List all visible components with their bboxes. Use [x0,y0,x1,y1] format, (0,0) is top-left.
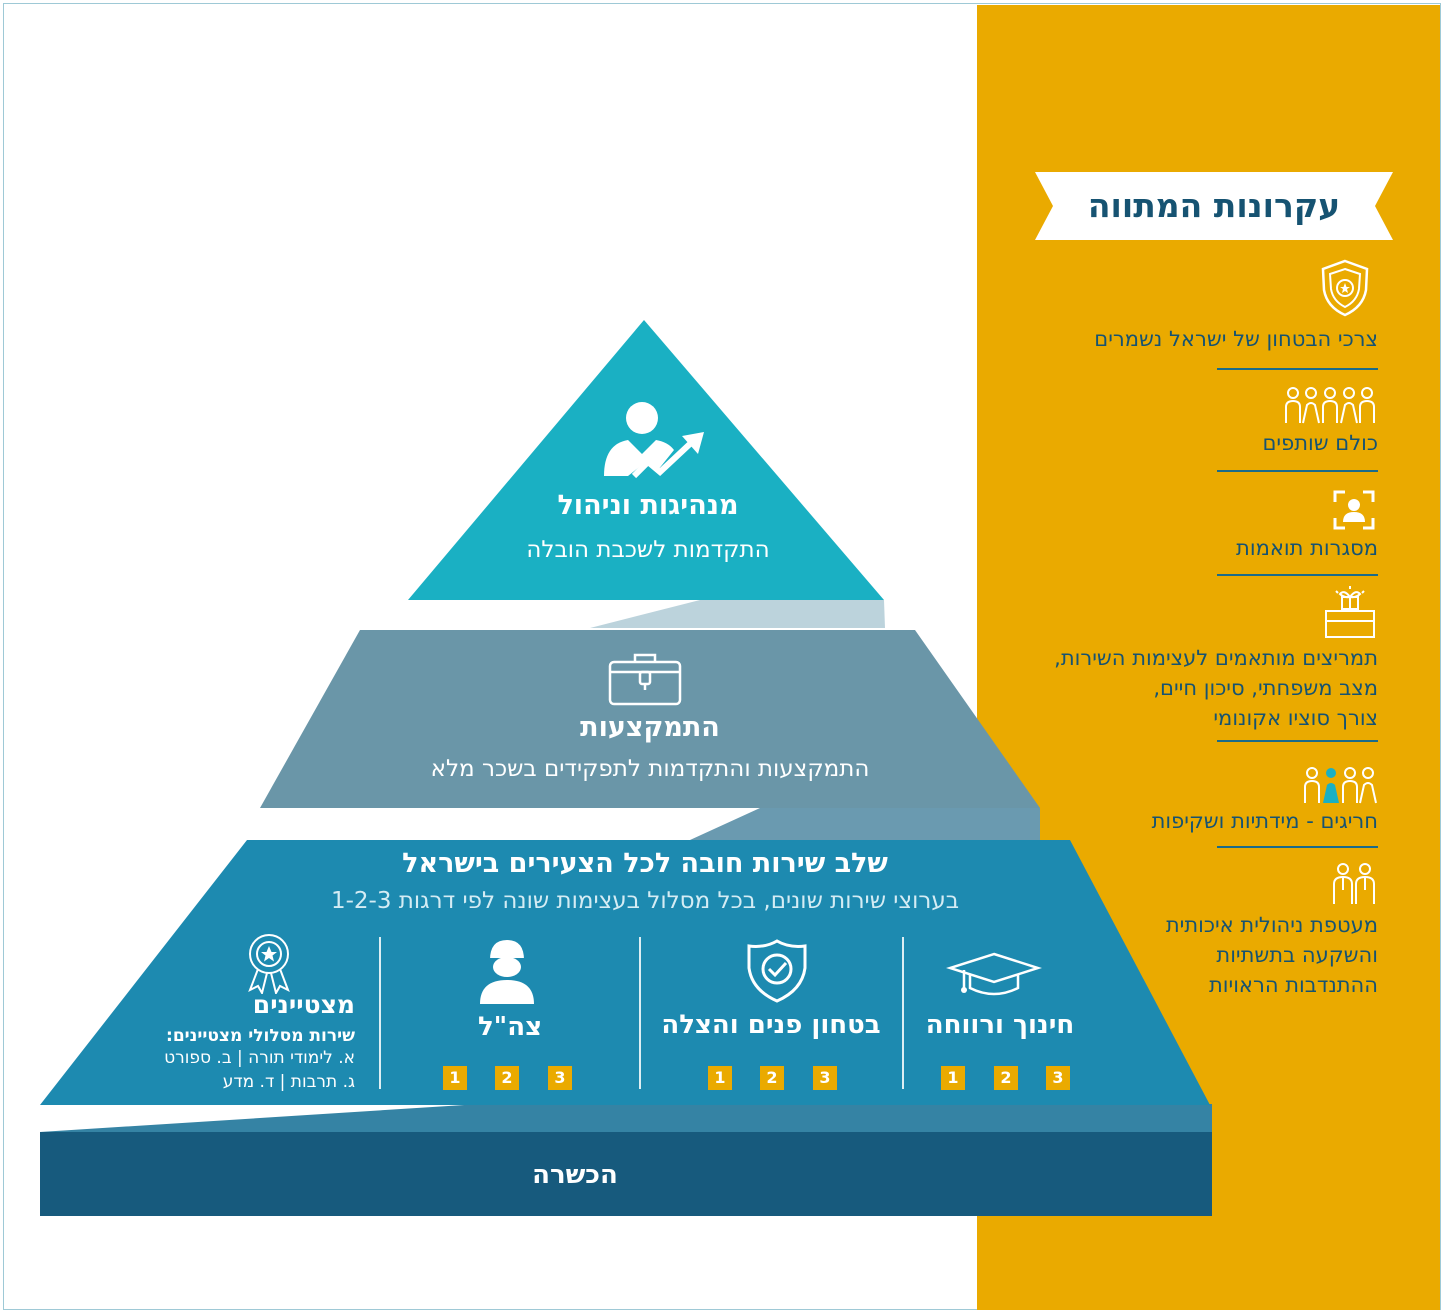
column-divider [639,937,641,1089]
principle-divider [1217,368,1378,370]
briefcase-icon [608,653,682,706]
excellence-line-2: ג. תרבות | ד. מדע [222,1072,355,1092]
principle-6-line-2: והשקעה בתשתיות [1216,943,1378,967]
mandatory-service-subtitle: בערוצי שירות שונים, בכל מסלול בעצימות שו… [330,888,960,914]
principle-3: מסגרות תואמות [1236,533,1378,563]
column-divider [902,937,904,1089]
business-people-icon [1333,863,1375,904]
principle-2: כולם שותפים [1262,428,1378,458]
soldier-icon [480,940,534,1004]
professionalization-subtitle: התמקצעות והתקדמות לתפקידים בשכר מלא [430,756,870,782]
principle-1-line: צרכי הבטחון של ישראל נשמרים [1094,327,1378,351]
training-title: הכשרה [532,1160,618,1190]
level-badge: 2 [760,1066,784,1090]
principle-2-line: כולם שותפים [1262,431,1378,455]
professionalization-title: התמקצעות [580,712,720,743]
banner-shape [1035,172,1393,240]
principle-6-line-1: מעטפת ניהולית איכותית [1165,913,1378,937]
base-connector-shadow [40,1104,1212,1132]
level-badge: 2 [994,1066,1018,1090]
principle-1: צרכי הבטחון של ישראל נשמרים [1094,324,1378,354]
award-ribbon-icon [248,934,290,994]
page-frame [3,3,1441,1310]
shield-check-icon [747,939,807,1003]
shield-badge-icon [1321,259,1369,317]
principle-5: חריגים - מידתיות ושקיפות [1152,806,1378,836]
principle-4-line-2: מצב משפחתי, סיכון חיים, [1153,676,1378,700]
leadership-title: מנהיגות וניהול [557,490,739,521]
principle-4: תמריצים מותאמים לעצימות השירות, מצב משפח… [1054,643,1378,733]
principle-5-line: חריגים - מידתיות ושקיפות [1151,809,1378,833]
idf-title: צה"ל [477,1012,543,1042]
graduation-cap-icon [946,952,1042,996]
column-divider [379,937,381,1089]
middle-connector-shadow [690,808,1040,840]
person-frame-icon [1333,490,1375,530]
principle-divider [1217,574,1378,576]
security-rescue-title: בטחון פנים והצלה [661,1010,881,1040]
people-highlight-icon [1304,767,1377,804]
principle-6: מעטפת ניהולית איכותית והשקעה בתשתיות ההת… [1166,910,1378,1000]
base-tier [40,840,1210,1105]
mandatory-service-title: שלב שירות חובה לכל הצעירים בישראל [402,848,888,879]
principle-6-line-3: ההתנדבות הראויות [1208,973,1378,997]
level-badge: 1 [941,1066,965,1090]
excellence-subtitle: שירות מסלולי מצטיינים: [166,1026,355,1046]
leader-growth-icon [604,402,704,479]
level-badge: 1 [443,1066,467,1090]
principle-3-line: מסגרות תואמות [1236,536,1378,560]
middle-tier [260,630,1040,808]
excellence-title: מצטיינים [252,990,355,1019]
principle-4-line-1: תמריצים מותאמים לעצימות השירות, [1054,646,1378,670]
level-badge: 2 [495,1066,519,1090]
gift-box-icon [1325,586,1375,638]
level-badge: 3 [813,1066,837,1090]
foundation-tier [40,1132,1212,1216]
principle-divider [1217,740,1378,742]
level-badge: 3 [548,1066,572,1090]
level-badge: 1 [708,1066,732,1090]
principles-title: עקרונות המתווה [1087,186,1341,225]
principle-divider [1217,846,1378,848]
excellence-line-1: א. לימודי תורה | ב. ספורט [164,1048,355,1068]
group-people-icon [1285,387,1375,424]
leadership-subtitle: התקדמות לשכבת הובלה [526,537,770,563]
top-connector-shadow [590,600,885,628]
education-welfare-title: חינוך ורווחה [925,1010,1075,1040]
principles-banner: עקרונות המתווה [1035,172,1393,240]
level-badge: 3 [1046,1066,1070,1090]
principle-divider [1217,470,1378,472]
principle-4-line-3: צורך סוציו אקונומי [1213,706,1378,730]
